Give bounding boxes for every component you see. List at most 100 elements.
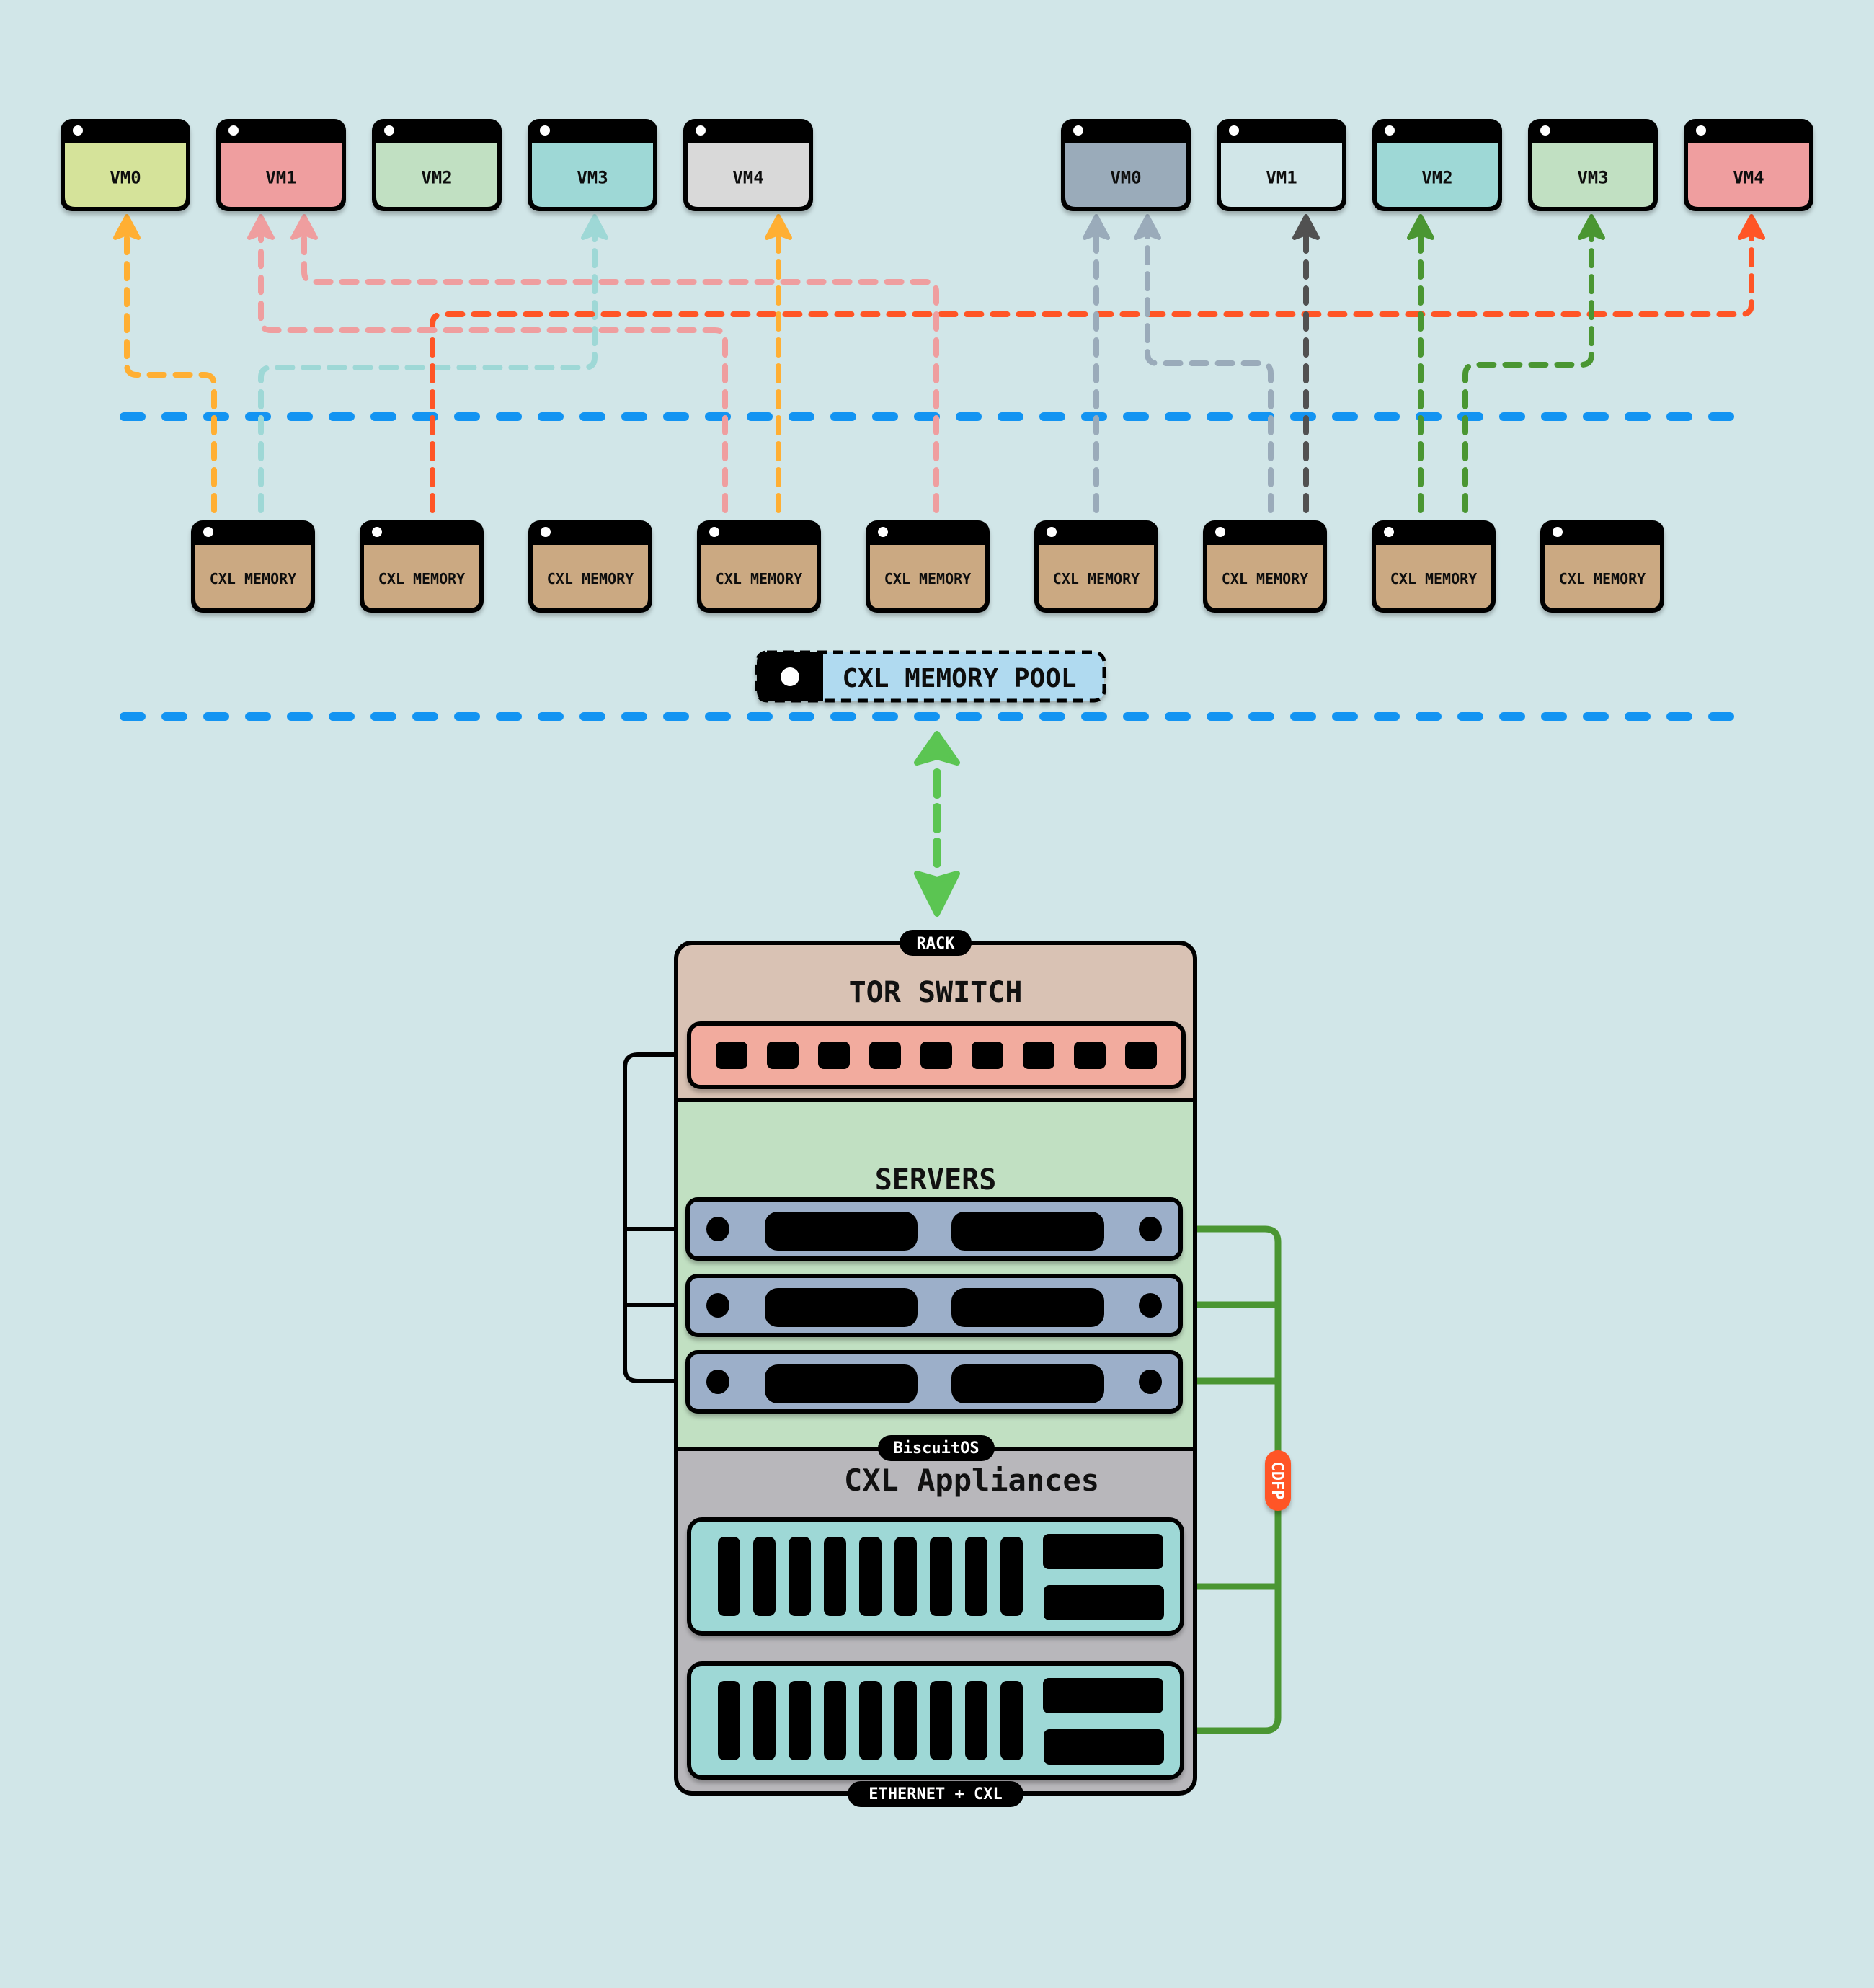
cxl-memory-4-label: CXL MEMORY (884, 570, 971, 587)
pool-rack-link-arrow (914, 731, 960, 917)
appliance-slot (859, 1537, 882, 1616)
servers-title: SERVERS (875, 1163, 997, 1197)
biscuitos-badge: BiscuitOS (878, 1435, 995, 1461)
vm-1-0: VM0 (1061, 119, 1191, 211)
switch-port (767, 1042, 799, 1069)
vm-1-2: VM2 (1372, 119, 1502, 211)
appliance-slot (789, 1681, 811, 1760)
cxl-memory-1-label: CXL MEMORY (378, 570, 465, 587)
cxl-memory-6: CXL MEMORY (1203, 520, 1327, 613)
switch-port (1125, 1042, 1157, 1069)
cxl-memory-5-label: CXL MEMORY (1053, 570, 1140, 587)
appliance-slot (930, 1681, 952, 1760)
switch-port (1023, 1042, 1054, 1069)
switch-port (716, 1042, 747, 1069)
route-memory-3-to-vm-0-1 (247, 214, 728, 513)
arrowhead-icon (1738, 214, 1765, 240)
server-unit (685, 1274, 1183, 1337)
cxl-memory-4: CXL MEMORY (866, 520, 990, 613)
pool-indicator-icon (781, 667, 799, 686)
appliance-slot (789, 1537, 811, 1616)
cxl-appliance-units (687, 1517, 1184, 1780)
ethernet-cxl-badge: ETHERNET + CXL (848, 1781, 1023, 1807)
route-memory-4-to-vm-0-1 (290, 214, 939, 513)
route-memory-0-to-vm-0-0 (113, 214, 217, 513)
route-memory-3-to-vm-0-4 (765, 214, 792, 513)
route-memory-0-to-vm-0-3 (258, 214, 608, 513)
window-dot-icon (709, 527, 719, 537)
server-unit (685, 1350, 1183, 1414)
window-dot-icon (228, 125, 239, 136)
appliance-slot (965, 1537, 987, 1616)
appliance-slot (1000, 1537, 1023, 1616)
server-unit (685, 1197, 1183, 1261)
cxl-memory-1: CXL MEMORY (360, 520, 484, 613)
cxl-memory-0: CXL MEMORY (191, 520, 315, 613)
svg-text:BiscuitOS: BiscuitOS (893, 1439, 979, 1457)
route-memory-1-to-vm-1-4 (430, 214, 1765, 513)
window-dot-icon (203, 527, 213, 537)
server-units (685, 1197, 1183, 1414)
cxl-memory-0-label: CXL MEMORY (210, 570, 296, 587)
window-dot-icon (1385, 125, 1395, 136)
vm-1-2-label: VM2 (1421, 167, 1452, 187)
cxl-memory-8-label: CXL MEMORY (1559, 570, 1646, 587)
window-dot-icon (696, 125, 706, 136)
appliance-slot (894, 1681, 917, 1760)
tor-switch-title: TOR SWITCH (849, 976, 1023, 1009)
route-memory-6-to-vm-1-1 (1292, 214, 1320, 513)
vm-0-4-label: VM4 (732, 167, 763, 187)
arrowhead-icon (113, 214, 141, 240)
cxl-appliance-unit (687, 1517, 1184, 1636)
appliance-slot (718, 1681, 740, 1760)
vm-0-2: VM2 (372, 119, 502, 211)
cdfp-badge: CDFP (1265, 1450, 1291, 1511)
cxl-memory-2: CXL MEMORY (528, 520, 652, 613)
vm-1-3-label: VM3 (1577, 167, 1608, 187)
arrowhead-icon (290, 214, 318, 240)
appliance-slot (718, 1537, 740, 1616)
vm-0-0-label: VM0 (110, 167, 141, 187)
vm-0-1-label: VM1 (265, 167, 296, 187)
memory-to-vm-routes (113, 214, 1765, 513)
appliance-slot (894, 1537, 917, 1616)
cxl-memory-3: CXL MEMORY (697, 520, 821, 613)
cxl-memory-pool-badge: CXL MEMORY POOL (755, 650, 1106, 703)
appliance-slot (930, 1537, 952, 1616)
route-memory-7-to-vm-1-3 (1462, 214, 1605, 513)
vm-0-0: VM0 (61, 119, 190, 211)
vm-1-4-label: VM4 (1733, 167, 1764, 187)
vm-1-0-label: VM0 (1110, 167, 1141, 187)
vm-1-3: VM3 (1528, 119, 1658, 211)
pool-label: CXL MEMORY POOL (842, 664, 1076, 693)
arrowhead-icon (581, 214, 608, 240)
cxl-memory-7: CXL MEMORY (1372, 520, 1496, 613)
arrowhead-icon (247, 214, 275, 240)
route-memory-6-to-vm-1-0 (1134, 214, 1274, 513)
appliance-slot (753, 1681, 776, 1760)
vm-0-2-label: VM2 (421, 167, 452, 187)
arrow-down-icon (914, 871, 960, 917)
svg-text:CDFP: CDFP (1268, 1462, 1286, 1500)
cxl-memory-3-label: CXL MEMORY (716, 570, 802, 587)
vm-0-4: VM4 (683, 119, 813, 211)
vm-1-1: VM1 (1217, 119, 1346, 211)
window-dot-icon (1047, 527, 1057, 537)
arrowhead-icon (765, 214, 792, 240)
arrowhead-icon (1083, 214, 1110, 240)
window-dot-icon (878, 527, 888, 537)
appliance-slot (1000, 1681, 1023, 1760)
vm-1-4: VM4 (1684, 119, 1813, 211)
window-dot-icon (1215, 527, 1225, 537)
switch-port (1074, 1042, 1106, 1069)
appliance-slot (824, 1681, 846, 1760)
arrowhead-icon (1292, 214, 1320, 240)
arrowhead-icon (1134, 214, 1161, 240)
appliances-title: CXL Appliances (844, 1463, 1099, 1498)
cxl-memory-2-label: CXL MEMORY (547, 570, 634, 587)
window-dot-icon (384, 125, 394, 136)
switch-port (920, 1042, 952, 1069)
window-dot-icon (1229, 125, 1239, 136)
